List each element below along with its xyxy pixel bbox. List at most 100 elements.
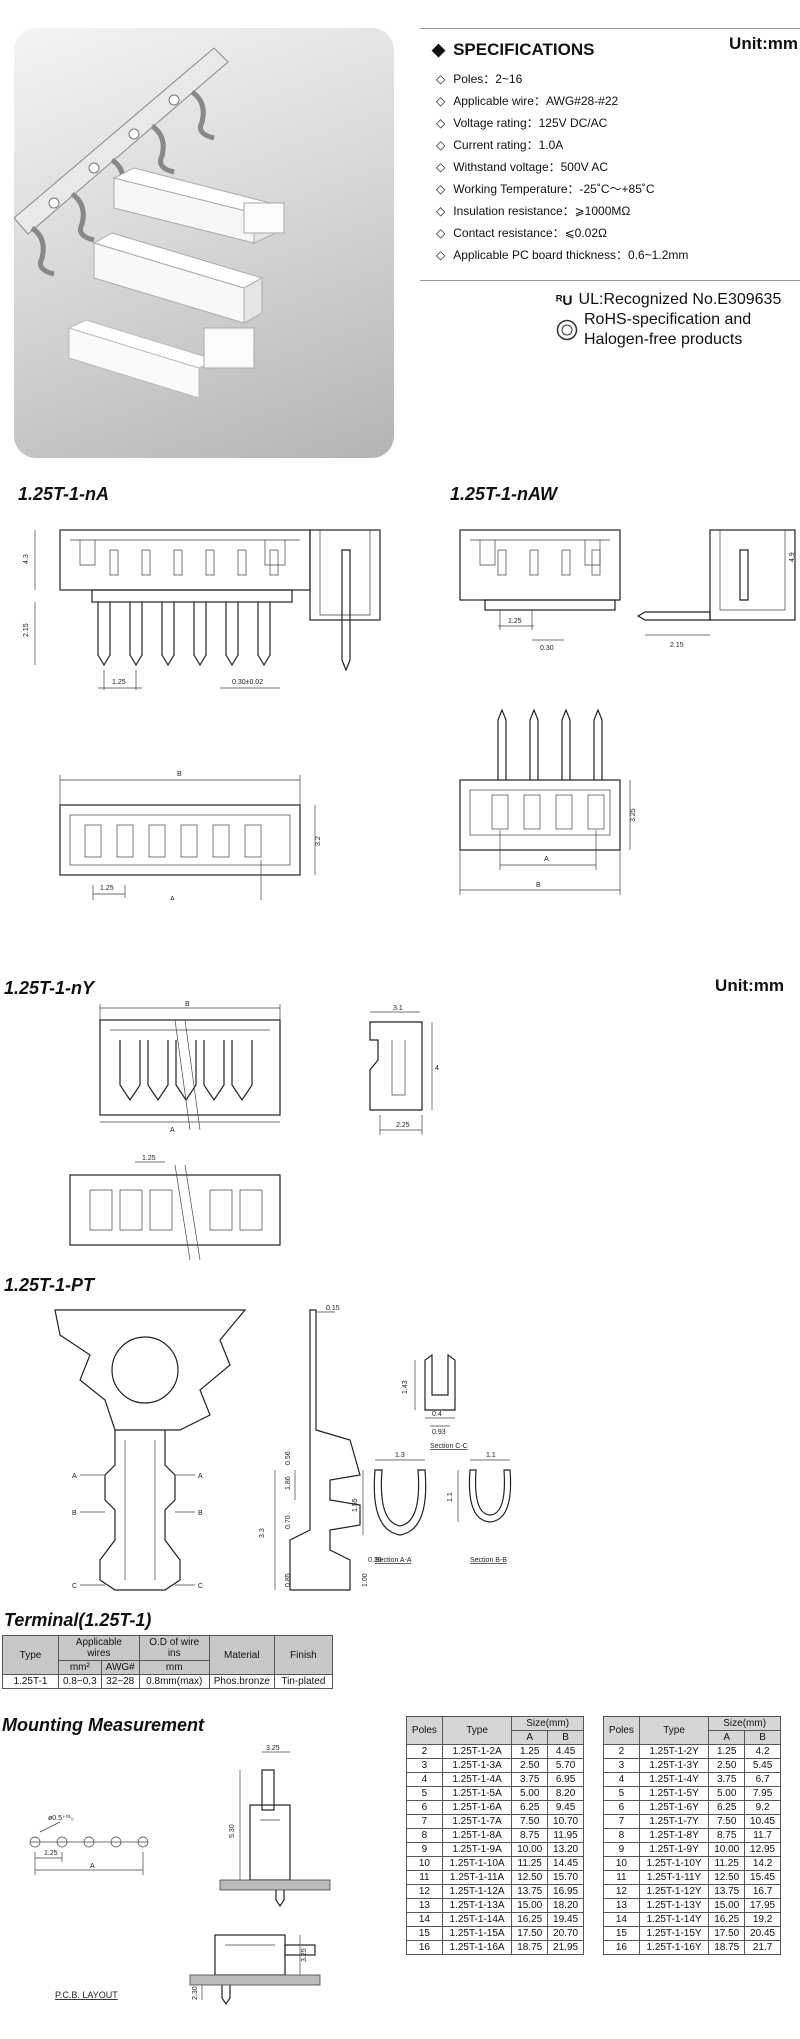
na-side-body <box>309 529 381 621</box>
dim-label: 0.93 <box>432 1429 446 1436</box>
table-cell: 5 <box>603 1786 640 1801</box>
table-cell: 15.00 <box>511 1898 549 1913</box>
dim-label: 2.25 <box>396 1122 410 1129</box>
ul-logo-icon: ᴿU <box>556 292 573 308</box>
rohs-text-line2: Halogen-free products <box>584 331 743 348</box>
table-cell: 1.25T-1-5Y <box>638 1786 710 1801</box>
table-cell: 10.00 <box>511 1842 549 1857</box>
dim-label: 3.1 <box>393 1005 403 1012</box>
table-cell: 2 <box>603 1744 640 1759</box>
table-cell: 14.45 <box>547 1856 584 1871</box>
th-mm: mm <box>138 1660 210 1675</box>
spec-text: Poles：2~16 <box>453 72 523 86</box>
table-cell: 21.95 <box>547 1940 584 1955</box>
pcb-layout-label: P.C.B. LAYOUT <box>55 1990 118 2000</box>
th-size: Size(mm) <box>708 1716 781 1731</box>
table-cell: 11.7 <box>744 1828 781 1843</box>
table-cell: 1.25T-1-12A <box>441 1884 513 1899</box>
table-cell: 1.25T-1-15A <box>441 1926 513 1941</box>
dim-label: 2.15 <box>23 623 30 637</box>
table-cell: 5.45 <box>744 1758 781 1773</box>
dim-label: 1.1 <box>486 1452 496 1459</box>
section-title-terminal: Terminal(1.25T-1) <box>4 1610 152 1630</box>
diamond-outline-icon: ◇ <box>436 248 446 262</box>
table-cell: 1.25T-1-16A <box>441 1940 513 1955</box>
ul-text: UL:Recognized No.E309635 <box>578 291 782 308</box>
table-cell: 1.25T-1-3A <box>441 1758 513 1773</box>
spec-item: ◇Applicable wire：AWG#28-#22 <box>436 90 688 112</box>
dim-label: 1.25 <box>44 1850 58 1857</box>
dim-label: 4.3 <box>23 554 30 564</box>
diamond-outline-icon: ◇ <box>436 94 446 108</box>
table-cell: 5.00 <box>511 1786 549 1801</box>
spec-bottom-rule <box>420 280 800 281</box>
pt-pilot-hole <box>111 1336 179 1404</box>
table-cell: 5.70 <box>547 1758 584 1773</box>
table-cell: 9 <box>406 1842 443 1857</box>
ny-front-body <box>99 1019 281 1116</box>
unit-label-mid: Unit:mm <box>715 976 784 995</box>
dim-label: 0.56 <box>285 1451 292 1465</box>
specifications-title: ◆ SPECIFICATIONS <box>432 40 594 60</box>
cell: 1.25T-1 <box>2 1674 59 1689</box>
dim-label: 1.86 <box>285 1476 292 1490</box>
table-cell: 1.25T-1-6Y <box>638 1800 710 1815</box>
table-cell: 1.25T-1-3Y <box>638 1758 710 1773</box>
table-cell: 5.00 <box>708 1786 746 1801</box>
table-cell: 15 <box>603 1926 640 1941</box>
th-size: Size(mm) <box>511 1716 584 1731</box>
product-photo <box>14 28 394 458</box>
table-cell: 4 <box>406 1772 443 1787</box>
drawing-pt: A B C A B C 0.15 3.3 1.86 0.56 0.70 0.85… <box>54 1305 512 1591</box>
table-cell: 1.25 <box>708 1744 746 1759</box>
na-front-body <box>59 529 311 591</box>
drawing-naw: 1.25 0.30 2.15 4.9 A B 3.25 <box>459 529 796 895</box>
pt-section-bb <box>468 1469 512 1523</box>
dim-label: B <box>198 1510 203 1517</box>
drawing-na: 4.3 2.15 1.25 0.30±0.02 B A 3.2 1.25 <box>23 529 381 900</box>
diamond-outline-icon: ◇ <box>436 138 446 152</box>
dim-label: 4.9 <box>789 552 796 562</box>
spec-text: Applicable PC board thickness：0.6~1.2mm <box>453 248 689 262</box>
table-cell: 15.70 <box>547 1870 584 1885</box>
table-cell: 12 <box>406 1884 443 1899</box>
dim-label: 0.70 <box>285 1515 292 1529</box>
th-awg: AWG# <box>100 1660 140 1675</box>
dim-label: B <box>185 1001 190 1008</box>
table-cell: 1.25T-1-7Y <box>638 1814 710 1829</box>
table-cell: 1.25T-1-2A <box>441 1744 513 1759</box>
section-title-naw: 1.25T-1-nAW <box>450 484 558 504</box>
table-cell: 7 <box>406 1814 443 1829</box>
table-cell: 16.25 <box>511 1912 549 1927</box>
table-cell: 13.75 <box>511 1884 549 1899</box>
table-cell: 1.25T-1-15Y <box>638 1926 710 1941</box>
cell: 32~28 <box>100 1674 140 1689</box>
spec-item: ◇Poles：2~16 <box>436 68 688 90</box>
connector-photo-illustration <box>14 47 285 399</box>
table-cell: 1.25T-1-11A <box>441 1870 513 1885</box>
table-cell: 14 <box>406 1912 443 1927</box>
table-cell: 6.25 <box>708 1800 746 1815</box>
table-cell: 9.45 <box>547 1800 584 1815</box>
section-title-pt: 1.25T-1-PT <box>4 1275 95 1295</box>
th-applicable-wires: Applicable wires <box>58 1635 140 1661</box>
table-cell: 18.75 <box>511 1940 549 1955</box>
dim-label: 0.4 <box>432 1411 442 1418</box>
table-cell: 18.20 <box>547 1898 584 1913</box>
dim-label: 3.25 <box>301 1948 308 1962</box>
dim-label: 1.25 <box>508 618 522 625</box>
table-cell: 3.75 <box>511 1772 549 1787</box>
